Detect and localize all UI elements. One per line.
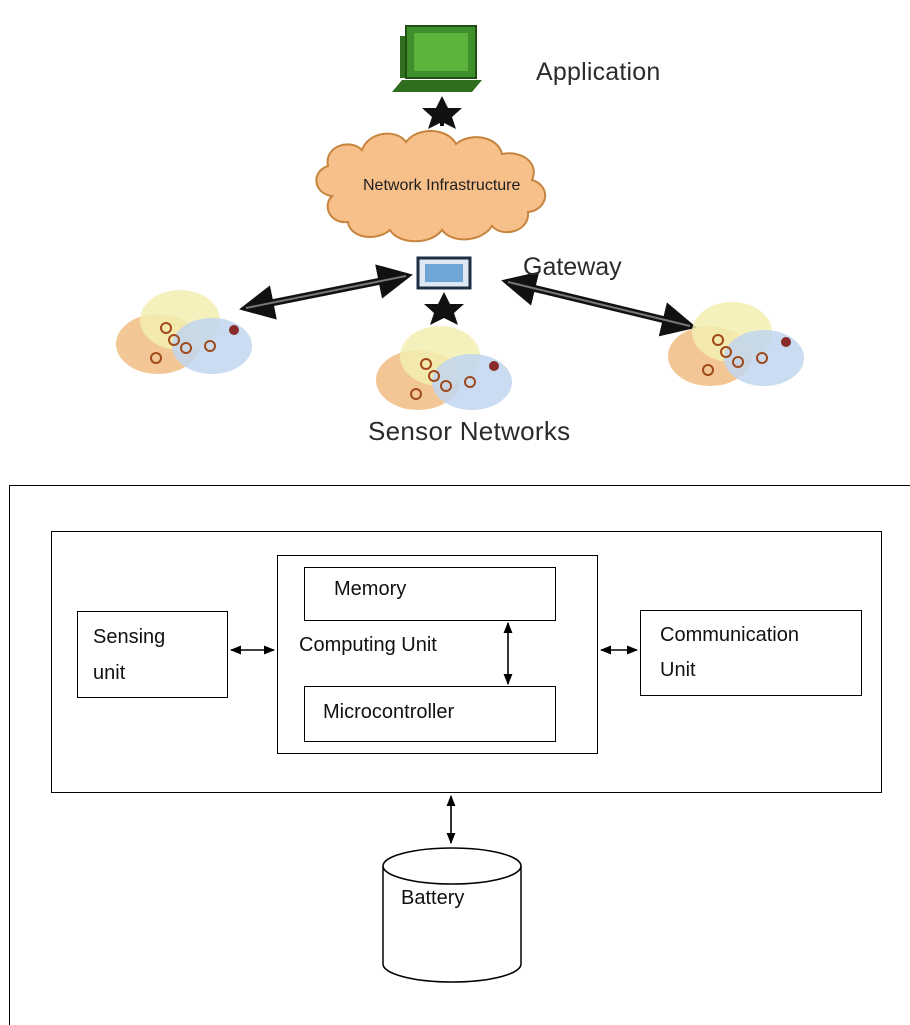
sensor-cluster-center-icon	[376, 326, 512, 410]
network-figure-graphics	[116, 25, 804, 410]
network-infrastructure-label: Network Infrastructure	[363, 177, 521, 194]
microcontroller-box	[304, 686, 556, 742]
communication-unit-box	[640, 610, 862, 696]
sensing-unit-label-line1: Sensing	[93, 626, 166, 648]
gateway-right-arrow	[501, 271, 697, 337]
sensor-cluster-left-icon	[116, 290, 252, 374]
battery-icon	[382, 847, 522, 983]
sensor-networks-label: Sensor Networks	[368, 416, 571, 446]
computing-unit-label: Computing Unit	[299, 634, 437, 656]
gateway-center-connector-icon	[424, 292, 464, 325]
network-architecture-figure: Application Network Infrastructure Gatew…	[100, 0, 830, 452]
memory-box	[304, 567, 556, 621]
application-computer-icon	[392, 25, 482, 92]
gateway-label: Gateway	[523, 253, 622, 281]
battery-label: Battery	[401, 887, 465, 909]
communication-unit-label-line2: Unit	[660, 659, 696, 681]
gateway-left-arrow	[239, 264, 413, 320]
sensing-unit-label-line2: unit	[93, 662, 126, 684]
gateway-device-icon	[416, 256, 472, 290]
battery-cylinder: Battery	[382, 846, 522, 986]
application-cloud-connector-icon	[422, 96, 462, 129]
memory-label: Memory	[334, 578, 407, 600]
microcontroller-label: Microcontroller	[323, 701, 455, 723]
sensing-unit-box	[77, 611, 228, 698]
application-label: Application	[536, 58, 661, 86]
network-cloud-icon	[315, 129, 547, 243]
sensor-cluster-right-icon	[668, 302, 804, 386]
communication-unit-label-line1: Communication	[660, 624, 799, 646]
